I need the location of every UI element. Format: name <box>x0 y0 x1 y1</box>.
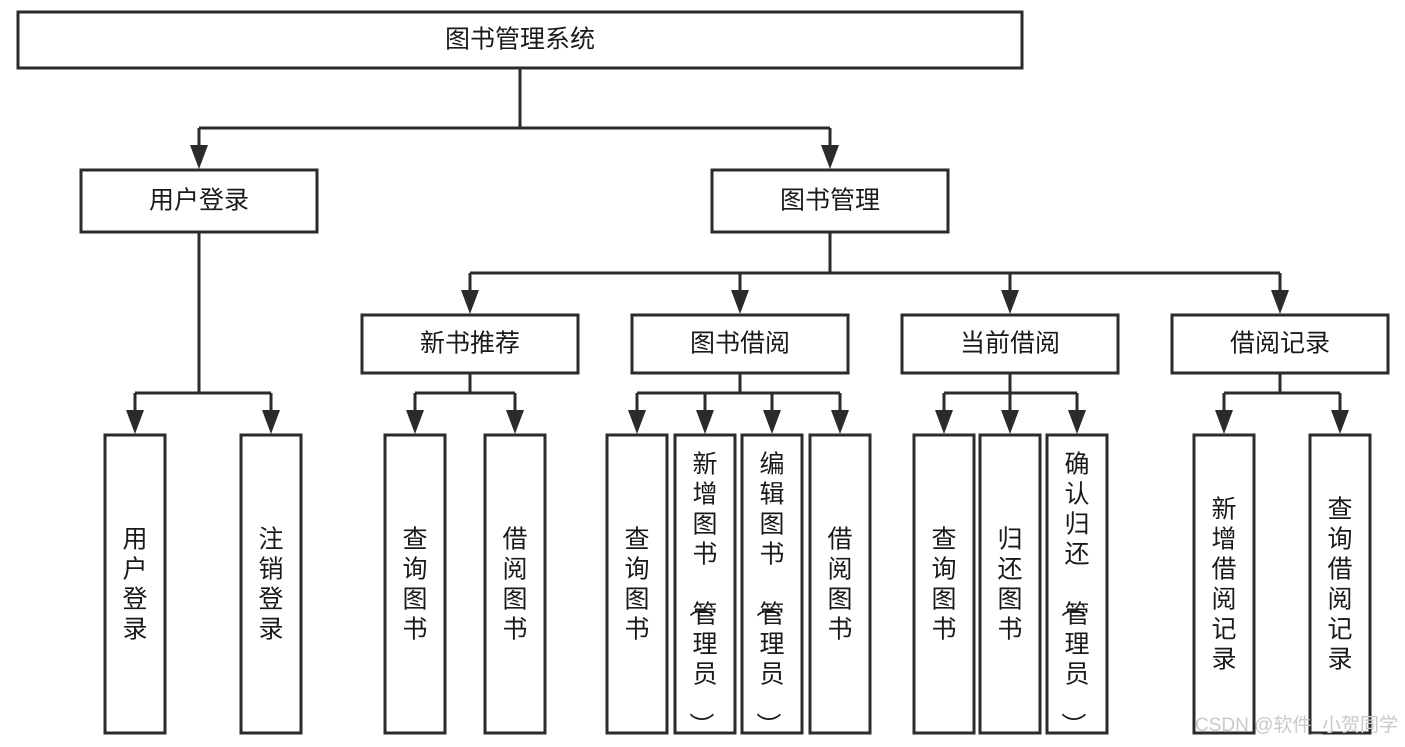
connector-group-l2a <box>126 232 280 434</box>
node-l2b[interactable]: 图书管理 <box>710 168 950 234</box>
watermark-label: CSDN @软件_小贺同学 <box>1195 714 1398 736</box>
node-leaf9[interactable]: 查询图书 <box>912 433 976 735</box>
node-box-l3c[interactable] <box>900 313 1120 375</box>
node-box-leaf6[interactable] <box>673 433 737 735</box>
node-label-leaf1: 用户登录 <box>122 525 147 643</box>
node-box-leaf10[interactable] <box>978 433 1042 735</box>
node-box-leaf9[interactable] <box>912 433 976 735</box>
node-label-leaf9: 查询图书 <box>931 525 956 643</box>
node-leaf11[interactable]: 确认归还（管理员） <box>1045 433 1109 737</box>
node-leaf13[interactable]: 查询借阅记录 <box>1308 433 1372 735</box>
node-box-l3d[interactable] <box>1170 313 1390 375</box>
connector-group-l3c <box>935 373 1086 434</box>
node-label-l3d: 借阅记录 <box>1230 330 1330 358</box>
node-box-l3a[interactable] <box>360 313 580 375</box>
node-leaf3[interactable]: 查询图书 <box>383 433 447 735</box>
connector-group-l3a <box>406 373 524 434</box>
node-leaf1[interactable]: 用户登录 <box>103 433 167 735</box>
node-box-leaf4[interactable] <box>483 433 547 735</box>
node-label-leaf7: 编辑图书（管理员） <box>753 450 784 737</box>
node-label-leaf12: 新增借阅记录 <box>1211 495 1236 673</box>
node-label-leaf3: 查询图书 <box>402 525 427 643</box>
node-leaf7[interactable]: 编辑图书（管理员） <box>740 433 804 737</box>
node-leaf10[interactable]: 归还图书 <box>978 433 1042 735</box>
node-box-leaf3[interactable] <box>383 433 447 735</box>
node-label-l3c: 当前借阅 <box>960 330 1060 358</box>
connector-group-l2b <box>461 232 1289 314</box>
node-box-leaf2[interactable] <box>239 433 303 735</box>
node-l2a[interactable]: 用户登录 <box>79 168 319 234</box>
node-label-l2a: 用户登录 <box>149 187 249 215</box>
node-l3a[interactable]: 新书推荐 <box>360 313 580 375</box>
node-label-leaf13: 查询借阅记录 <box>1327 495 1352 673</box>
node-l3c[interactable]: 当前借阅 <box>900 313 1120 375</box>
node-label-root: 图书管理系统 <box>445 26 595 54</box>
node-root[interactable]: 图书管理系统 <box>16 10 1024 70</box>
connector-group-root <box>190 68 839 169</box>
node-label-leaf11: 确认归还（管理员） <box>1058 450 1089 737</box>
node-label-leaf6: 新增图书（管理员） <box>686 450 717 737</box>
connector-group-l3b <box>628 373 849 434</box>
node-label-leaf5: 查询图书 <box>624 525 649 643</box>
node-label-l2b: 图书管理 <box>780 187 880 215</box>
node-label-leaf4: 借阅图书 <box>502 525 527 643</box>
node-leaf6[interactable]: 新增图书（管理员） <box>673 433 737 737</box>
node-box-leaf12[interactable] <box>1192 433 1256 735</box>
node-box-leaf5[interactable] <box>605 433 669 735</box>
node-leaf2[interactable]: 注销登录 <box>239 433 303 735</box>
node-box-root[interactable] <box>16 10 1024 70</box>
node-leaf8[interactable]: 借阅图书 <box>808 433 872 735</box>
node-label-l3a: 新书推荐 <box>420 330 520 358</box>
node-label-leaf10: 归还图书 <box>997 525 1022 643</box>
node-l3d[interactable]: 借阅记录 <box>1170 313 1390 375</box>
node-box-leaf13[interactable] <box>1308 433 1372 735</box>
node-box-leaf11[interactable] <box>1045 433 1109 735</box>
node-leaf12[interactable]: 新增借阅记录 <box>1192 433 1256 735</box>
connector-group-l3d <box>1215 373 1349 434</box>
node-box-l2b[interactable] <box>710 168 950 234</box>
node-box-leaf1[interactable] <box>103 433 167 735</box>
node-box-leaf7[interactable] <box>740 433 804 735</box>
node-label-leaf8: 借阅图书 <box>827 525 852 643</box>
node-label-l3b: 图书借阅 <box>690 330 790 358</box>
node-box-l2a[interactable] <box>79 168 319 234</box>
node-box-l3b[interactable] <box>630 313 850 375</box>
node-label-leaf2: 注销登录 <box>258 525 283 643</box>
node-leaf5[interactable]: 查询图书 <box>605 433 669 735</box>
node-box-leaf8[interactable] <box>808 433 872 735</box>
connector-layer <box>126 68 1349 434</box>
node-leaf4[interactable]: 借阅图书 <box>483 433 547 735</box>
node-l3b[interactable]: 图书借阅 <box>630 313 850 375</box>
node-layer: 图书管理系统用户登录图书管理新书推荐图书借阅当前借阅借阅记录用户登录注销登录查询… <box>16 10 1390 737</box>
